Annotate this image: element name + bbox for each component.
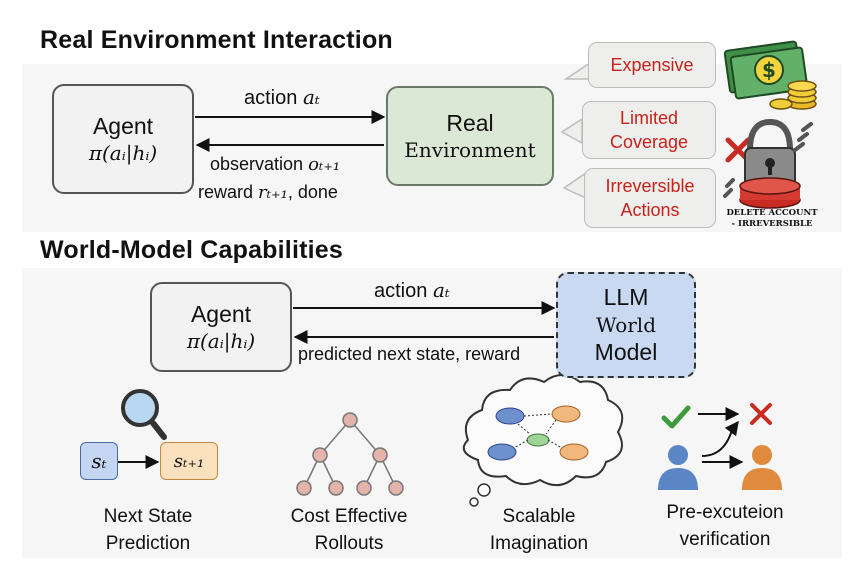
caption-next-state-prediction: Next State Prediction bbox=[103, 506, 193, 554]
world-action-label: action aₜ bbox=[374, 278, 450, 302]
magnifier-icon bbox=[121, 389, 167, 440]
rollout-tree-icon bbox=[296, 412, 404, 496]
real-section-title: Real Environment Interaction bbox=[40, 26, 393, 54]
callout-irreversible-actions: Irreversible Actions bbox=[584, 168, 716, 228]
caption-cost-effective-rollouts: Cost Effective Rollouts bbox=[290, 506, 408, 554]
svg-text:$: $ bbox=[762, 58, 776, 82]
callout-limited-coverage: Limited Coverage bbox=[582, 101, 716, 159]
real-env-line1: Real bbox=[446, 109, 494, 136]
lock-caption: DELETE ACCOUNT - IRREVERSIBLE bbox=[726, 208, 818, 229]
real-agent-box: Agent π(aᵢ|hᵢ) bbox=[52, 84, 194, 194]
real-agent-policy: π(aᵢ|hᵢ) bbox=[88, 140, 158, 165]
llm-world-model-box: LLM World Model bbox=[556, 272, 696, 378]
world-agent-box: Agent π(aᵢ|hᵢ) bbox=[150, 282, 292, 372]
world-agent-policy: π(aᵢ|hᵢ) bbox=[186, 328, 256, 353]
lock-icon bbox=[723, 118, 813, 209]
real-env-line2: Environment bbox=[404, 138, 536, 163]
money-icon: $ bbox=[723, 40, 817, 110]
imagination-cloud-icon bbox=[462, 374, 624, 507]
caption-pre-execution-verification: Pre-excuteion verification bbox=[666, 502, 784, 550]
caption-scalable-imagination: Scalable Imagination bbox=[489, 506, 589, 554]
real-observation-label: observation oₜ₊₁ bbox=[210, 154, 341, 175]
state-next-box: sₜ₊₁ bbox=[160, 442, 218, 480]
model-line2: World bbox=[596, 313, 656, 337]
verification-icon bbox=[658, 403, 782, 490]
world-section-title: World-Model Capabilities bbox=[40, 236, 343, 264]
real-reward-label: reward rₜ₊₁, done bbox=[198, 182, 338, 203]
world-return-label: predicted next state, reward bbox=[298, 344, 521, 364]
real-agent-title: Agent bbox=[92, 113, 154, 140]
callout-expensive: Expensive bbox=[588, 42, 716, 88]
model-line1: LLM bbox=[603, 284, 649, 311]
state-current-box: sₜ bbox=[80, 442, 118, 480]
real-action-label: action aₜ bbox=[244, 85, 320, 109]
callout-tail-irreversible bbox=[562, 171, 587, 200]
model-line3: Model bbox=[594, 339, 658, 365]
callout-tail-coverage bbox=[560, 117, 583, 145]
world-agent-title: Agent bbox=[190, 301, 252, 328]
real-environment-box: Real Environment bbox=[386, 86, 554, 186]
